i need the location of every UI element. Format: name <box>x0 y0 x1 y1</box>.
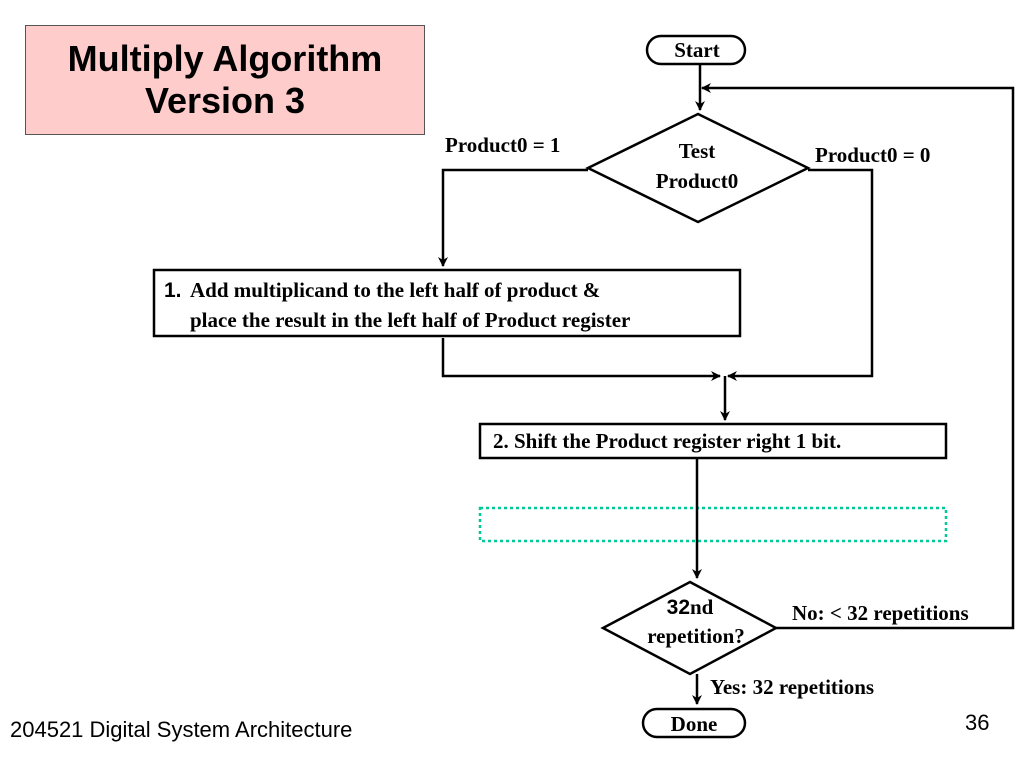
step1-line1: Add multiplicand to the left half of pro… <box>190 278 600 302</box>
step1-number: 1. <box>164 279 182 302</box>
slide-title-box: Multiply Algorithm Version 3 <box>25 25 425 135</box>
step2-box: 2. Shift the Product register right 1 bi… <box>478 422 948 460</box>
step1-line2: place the result in the left half of Pro… <box>190 308 630 332</box>
done-label: Done <box>671 712 718 736</box>
repetition-number: 32 <box>667 596 690 619</box>
repetition-label-line2: repetition? <box>647 624 745 648</box>
no-label: No: < 32 repetitions <box>792 601 969 625</box>
step2-label: 2. Shift the Product register right 1 bi… <box>493 429 841 453</box>
repetition-decision: 32nd repetition? <box>600 580 779 676</box>
slide-title-line1: Multiply Algorithm <box>67 38 383 79</box>
footer-course: 204521 Digital System Architecture <box>10 717 353 742</box>
step1-box: 1. Add multiplicand to the left half of … <box>152 268 742 338</box>
product0-eq-0-label: Product0 = 0 <box>815 143 930 167</box>
edge-step1-to-merge <box>441 338 721 381</box>
edge-no-loop <box>701 83 1015 630</box>
test-product0-decision: Test Product0 <box>585 112 811 224</box>
edge-product0-1 <box>438 168 588 267</box>
start-label: Start <box>674 38 720 62</box>
yes-label: Yes: 32 repetitions <box>710 675 874 699</box>
repetition-label-line1: 32nd <box>667 595 714 619</box>
product0-eq-1-label: Product0 = 1 <box>445 133 560 157</box>
edge-product0-0 <box>727 168 874 381</box>
test-label-line1: Test <box>679 139 716 163</box>
slide-title-line2: Version 3 <box>144 80 306 121</box>
empty-dotted-box <box>478 506 948 543</box>
repetition-suffix: nd <box>690 595 714 619</box>
test-label-line2: Product0 <box>656 169 738 193</box>
start-node: Start <box>645 34 747 66</box>
done-node: Done <box>641 707 747 739</box>
page-number: 36 <box>965 710 990 735</box>
